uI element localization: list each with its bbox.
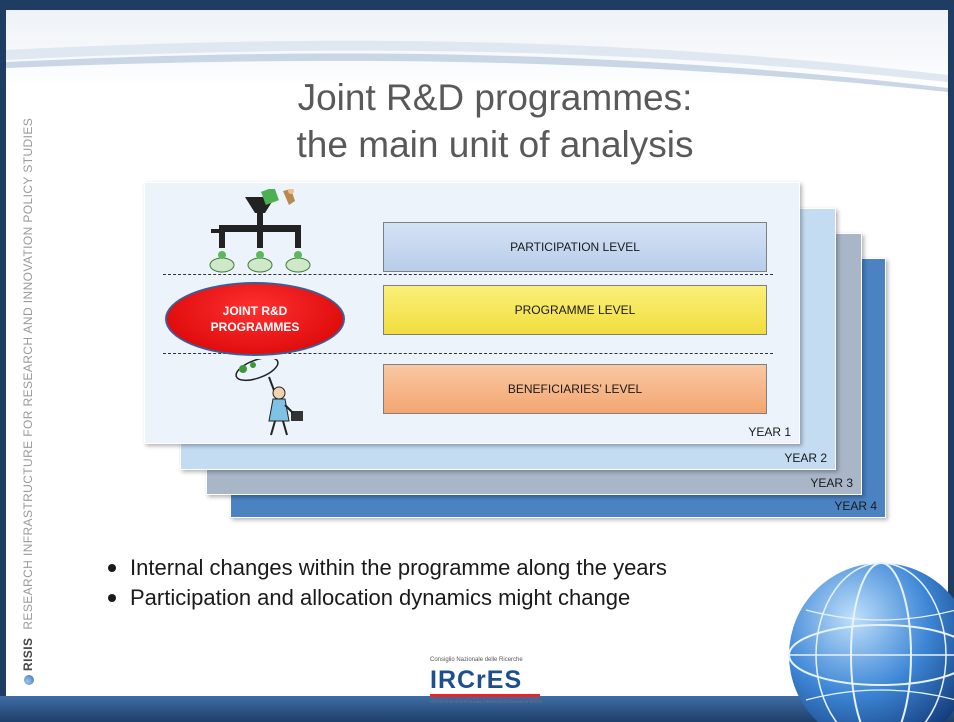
page-title: Joint R&D programmes: the main unit of a… [200,74,790,168]
year-1-label: YEAR 1 [748,425,791,439]
bullet-dot-icon [108,564,116,572]
logo-bar [430,694,540,697]
bullet-list: Internal changes within the programme al… [108,553,828,613]
divider-1 [163,274,773,275]
ircres-logo: Consiglio Nazionale delle Ricerche IRCrE… [426,657,546,707]
globe-icon [788,562,954,722]
list-item: Participation and allocation dynamics mi… [108,583,828,613]
programme-level-box: PROGRAMME LEVEL [383,285,767,335]
beneficiaries-level-box: BENEFICIARIES’ LEVEL [383,364,767,414]
year-2-label: YEAR 2 [784,451,827,465]
bullet-text-1: Internal changes within the programme al… [130,555,667,580]
footer-band [0,696,954,722]
sidebar: RISIS RESEARCH INFRASTRUCTURE FOR RESEARC… [12,80,40,700]
list-item: Internal changes within the programme al… [108,553,828,583]
bullet-dot-icon [108,594,116,602]
participation-level-box: PARTICIPATION LEVEL [383,222,767,272]
year-3-label: YEAR 3 [810,476,853,490]
title-line-2: the main unit of analysis [296,124,694,165]
logo-wordmark: IRCrES [430,666,522,694]
year-1-card: YEAR 1 PARTICIPATION LEVEL PROGRAMME LEV… [144,182,800,444]
sidebar-tagline: RESEARCH INFRASTRUCTURE FOR RESEARCH AND… [21,117,35,630]
funding-funnel-icon [209,189,311,273]
risis-dot-icon [23,675,34,685]
sidebar-brand: RISIS [21,637,35,671]
logo-bottom-text: ISTITUTO DI RICERCA sulla CRESCITA ECONO… [430,699,542,704]
frame-top [0,0,954,10]
title-line-1: Joint R&D programmes: [297,77,693,118]
divider-2 [163,353,773,354]
frame-left [0,0,6,722]
beneficiary-with-net-icon [235,359,303,436]
ellipse-line-1: JOINT R&D [222,304,288,318]
joint-programmes-ellipse: JOINT R&D PROGRAMMES [165,282,345,356]
logo-wordmark-text: IRCrES [430,666,523,694]
logo-top-text: Consiglio Nazionale delle Ricerche [430,657,523,663]
year-4-label: YEAR 4 [834,499,877,513]
frame-right [948,0,954,722]
ellipse-line-2: PROGRAMMES [210,320,300,334]
header-swoosh [6,40,948,92]
bullet-text-2: Participation and allocation dynamics mi… [130,585,631,610]
sidebar-caption: RISIS RESEARCH INFRASTRUCTURE FOR RESEARC… [16,85,40,685]
